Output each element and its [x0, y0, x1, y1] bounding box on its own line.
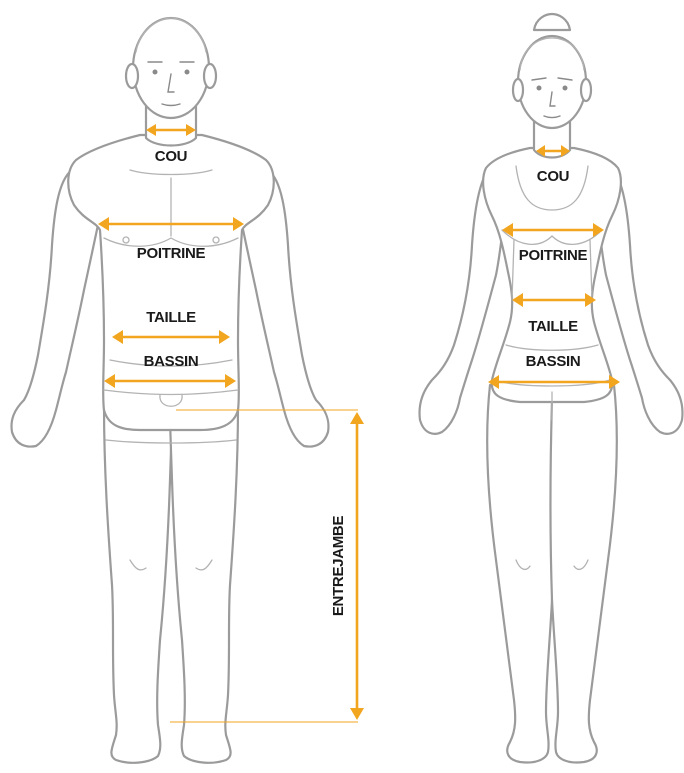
- female-hips-label: BASSIN: [526, 353, 581, 370]
- female-chest-label: POITRINE: [519, 247, 588, 264]
- male-left-ear: [126, 64, 138, 88]
- female-left-ear: [513, 79, 523, 101]
- male-hips-label: BASSIN: [144, 353, 199, 370]
- female-figure: [420, 14, 683, 763]
- male-inseam-label: ENTREJAMBE: [330, 516, 347, 617]
- male-chest-label: POITRINE: [137, 245, 206, 262]
- female-neck-label: COU: [537, 168, 569, 185]
- female-right-leg: [551, 385, 617, 763]
- female-left-leg: [487, 385, 553, 763]
- female-waist-label: TAILLE: [528, 318, 578, 335]
- male-waist-label: TAILLE: [146, 309, 196, 326]
- male-right-leg: [170, 405, 238, 763]
- male-left-leg: [104, 405, 172, 763]
- male-neck-label: COU: [155, 148, 187, 165]
- female-right-ear: [581, 79, 591, 101]
- male-inseam-arrow: [350, 412, 364, 720]
- female-hair-bun: [534, 14, 570, 30]
- male-right-ear: [204, 64, 216, 88]
